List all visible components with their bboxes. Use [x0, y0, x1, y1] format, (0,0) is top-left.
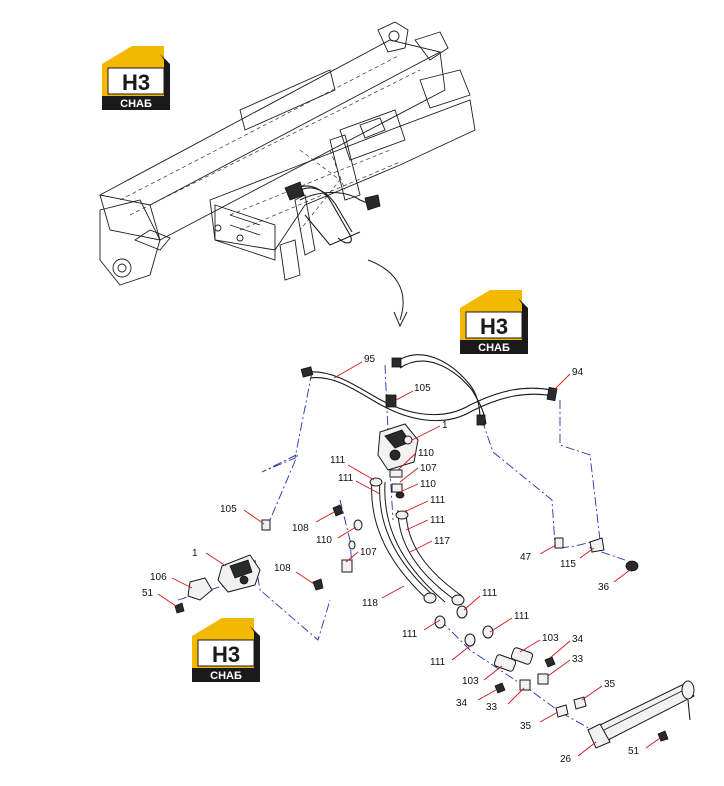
callout: 35: [581, 679, 616, 701]
callout: 108: [274, 563, 315, 585]
svg-text:111: 111: [430, 515, 446, 526]
callout: 34: [456, 689, 497, 709]
svg-text:111: 111: [482, 588, 498, 599]
callout: 110: [399, 479, 436, 493]
logo-caption: СНАБ: [478, 342, 510, 354]
callout: 94: [553, 367, 584, 391]
callout: 34: [549, 634, 584, 659]
callout: 110: [316, 526, 357, 546]
callout: 26: [560, 741, 597, 765]
zoom-arrow: [367, 259, 408, 328]
callout: 33: [547, 654, 584, 677]
svg-text:108: 108: [274, 563, 291, 574]
callout: 105: [220, 504, 265, 525]
svg-text:118: 118: [362, 598, 378, 609]
svg-text:111: 111: [330, 455, 346, 466]
svg-text:108: 108: [292, 523, 309, 534]
callout: 118: [362, 585, 405, 609]
svg-text:35: 35: [604, 679, 616, 690]
callout: 51: [142, 588, 177, 607]
callout: 47: [520, 544, 557, 563]
callout: 111: [402, 619, 441, 640]
svg-text:103: 103: [542, 633, 559, 644]
svg-text:94: 94: [572, 367, 584, 378]
callout: 115: [560, 547, 595, 570]
callout: 111: [338, 473, 381, 495]
svg-text:1: 1: [192, 548, 198, 559]
logo-mark: H3: [212, 642, 240, 667]
callout: 107: [399, 463, 437, 483]
logo-caption: СНАБ: [210, 670, 242, 682]
callout: 35: [520, 711, 559, 732]
callout: 51: [628, 737, 661, 757]
callout: 111: [405, 515, 446, 531]
callout: 36: [598, 569, 631, 593]
svg-text:115: 115: [560, 559, 576, 570]
callout: 103: [462, 665, 503, 687]
callout: 95: [333, 354, 376, 379]
svg-text:110: 110: [418, 448, 434, 459]
callout: 117: [409, 536, 450, 553]
valve-block-left: [217, 554, 261, 593]
callout: 111: [403, 495, 446, 513]
svg-text:26: 26: [560, 754, 572, 765]
crane-boom-overview: [98, 21, 476, 286]
exploded-view: [174, 354, 695, 749]
svg-text:111: 111: [338, 473, 354, 484]
svg-text:51: 51: [142, 588, 154, 599]
callout: 111: [489, 611, 530, 633]
brand-logo: H3 СНАБ: [192, 618, 260, 682]
logo-mark: H3: [122, 70, 150, 95]
svg-text:107: 107: [360, 547, 377, 558]
cylinder-26: [587, 680, 695, 749]
svg-text:106: 106: [150, 572, 167, 583]
svg-text:107: 107: [420, 463, 437, 474]
svg-text:103: 103: [462, 676, 479, 687]
svg-text:105: 105: [220, 504, 237, 515]
svg-text:117: 117: [434, 536, 450, 547]
svg-text:51: 51: [628, 746, 640, 757]
brand-logo: H3 СНАБ: [460, 290, 528, 354]
callout: 103: [519, 633, 559, 653]
svg-text:111: 111: [514, 611, 530, 622]
svg-text:34: 34: [456, 698, 468, 709]
svg-text:95: 95: [364, 354, 376, 365]
callout: 110: [397, 448, 434, 471]
callout: 106: [150, 572, 193, 589]
svg-text:111: 111: [430, 657, 446, 668]
callout: 1: [411, 420, 448, 441]
lower-assembly: [434, 605, 587, 718]
callout: 33: [486, 687, 525, 713]
callout: 107: [345, 547, 377, 563]
callout: 111: [430, 645, 471, 668]
svg-text:105: 105: [414, 383, 431, 394]
svg-text:36: 36: [598, 582, 610, 593]
svg-text:35: 35: [520, 721, 532, 732]
svg-text:110: 110: [316, 535, 332, 546]
svg-text:47: 47: [520, 552, 532, 563]
svg-text:34: 34: [572, 634, 584, 645]
svg-text:1: 1: [442, 420, 448, 431]
svg-text:33: 33: [486, 702, 498, 713]
callout: 105: [395, 383, 431, 401]
callout: 108: [292, 511, 335, 534]
svg-text:110: 110: [420, 479, 436, 490]
callout: 111: [463, 588, 498, 611]
callout: 111: [330, 455, 375, 481]
svg-text:33: 33: [572, 654, 584, 665]
svg-text:111: 111: [430, 495, 446, 506]
logo-caption: СНАБ: [120, 98, 152, 110]
valve-block-right: [377, 423, 419, 471]
svg-text:111: 111: [402, 629, 418, 640]
brand-logo: H3 СНАБ: [102, 46, 170, 110]
callout: 1: [192, 548, 227, 567]
logo-mark: H3: [480, 314, 508, 339]
callouts: 95 105 94 1 110 111 107 111 110 111 105 …: [142, 354, 661, 765]
hose-117-118: [369, 477, 465, 606]
